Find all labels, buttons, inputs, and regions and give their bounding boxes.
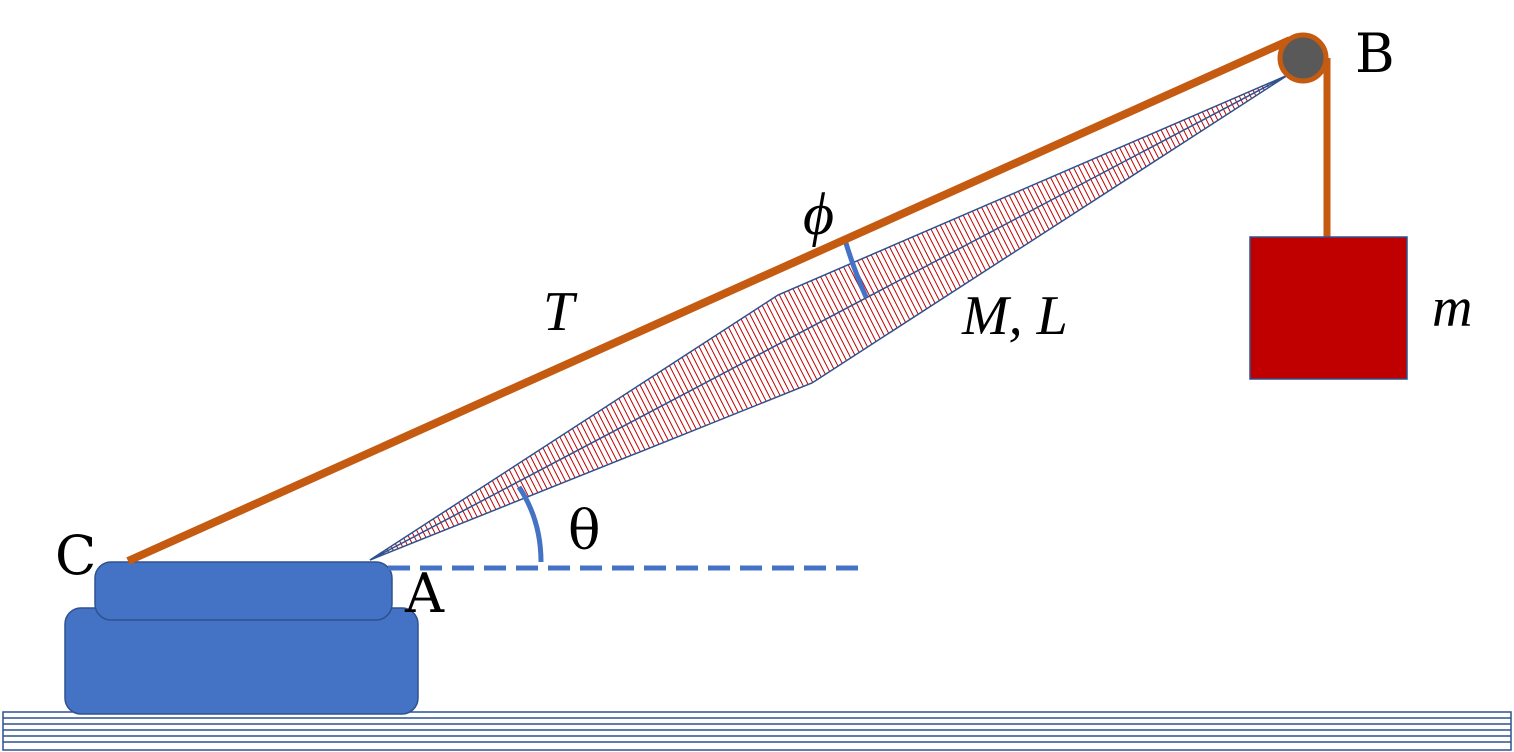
boom [369, 74, 1289, 561]
label-b: B [1355, 22, 1395, 85]
pulley-icon [1277, 32, 1329, 84]
label-theta: θ [568, 499, 601, 562]
label-c: C [55, 524, 96, 587]
crane-base [64, 561, 419, 715]
phi-angle-arc [842, 239, 869, 299]
cable-cb [126, 36, 1292, 565]
label-tension: T [543, 281, 578, 343]
ground [2, 711, 1512, 751]
theta-angle-arc [516, 485, 544, 563]
label-mass: m [1432, 277, 1472, 339]
hanging-mass [1249, 236, 1408, 380]
label-phi: ϕ [803, 181, 834, 247]
label-boom-mass-length: M, L [961, 285, 1068, 347]
label-a: A [404, 562, 445, 625]
